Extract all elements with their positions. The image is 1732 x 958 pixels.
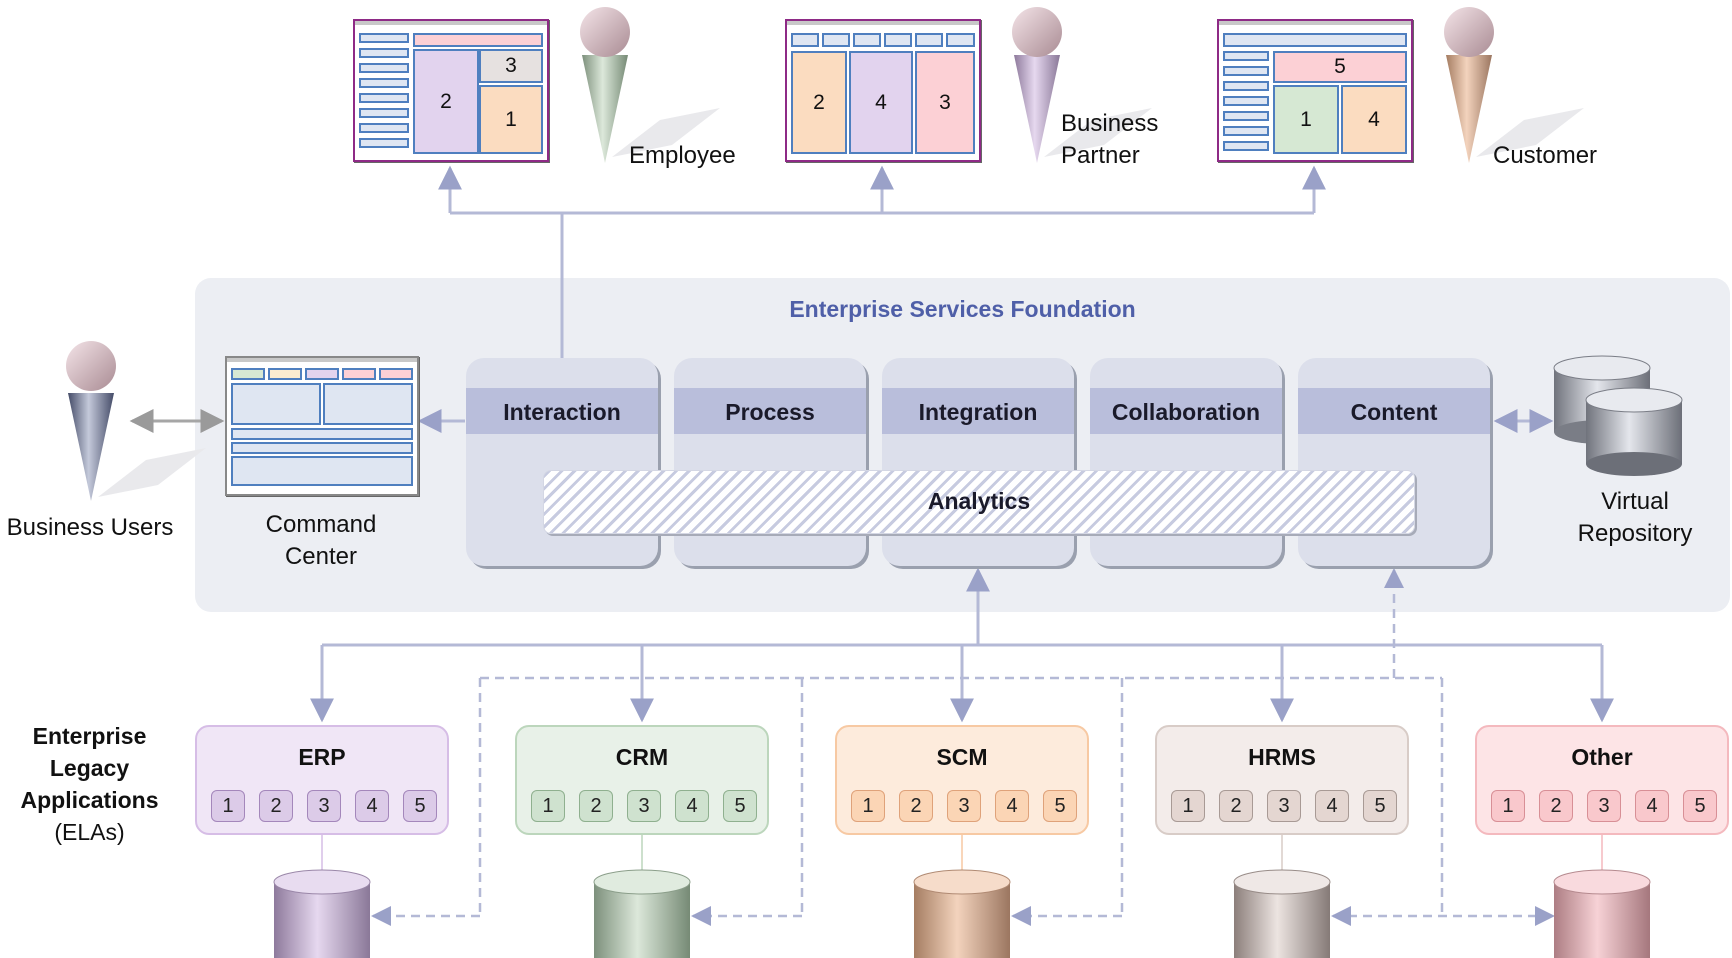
crm-module[interactable]: 5	[723, 790, 757, 822]
ela-label-line2: Legacy	[49, 755, 130, 781]
ela-label-line3: Applications	[20, 787, 159, 813]
crm-module[interactable]: 1	[531, 790, 565, 822]
ela-other-title: Other	[1571, 744, 1633, 770]
partner-panel-2: 2	[791, 51, 847, 154]
customer-panel-4: 4	[1341, 85, 1407, 154]
customer-panel-1: 1	[1273, 85, 1339, 154]
other-module[interactable]: 3	[1587, 790, 1621, 822]
ela-crm[interactable]: CRM 1 2 3 4 5	[515, 725, 769, 835]
employee-person-icon	[580, 7, 720, 163]
ela-scm-title: SCM	[936, 744, 988, 770]
service-collaboration[interactable]: Collaboration	[1090, 358, 1282, 566]
other-module[interactable]: 5	[1683, 790, 1717, 822]
business-partner-label-line2: Partner	[1061, 142, 1140, 169]
analytics-label: Analytics	[927, 488, 1031, 514]
erp-module[interactable]: 4	[355, 790, 389, 822]
analytics-bar[interactable]	[543, 470, 1415, 534]
business-users-label: Business Users	[6, 514, 174, 541]
employee-label: Employee	[629, 142, 736, 169]
scm-database-icon	[913, 869, 1011, 958]
ela-scm[interactable]: SCM 1 2 3 4 5	[835, 725, 1089, 835]
erp-module[interactable]: 5	[403, 790, 437, 822]
service-content[interactable]: Content	[1298, 358, 1490, 566]
service-process[interactable]: Process	[674, 358, 866, 566]
scm-module[interactable]: 3	[947, 790, 981, 822]
employee-panel-3: 3	[479, 49, 543, 83]
service-content-label: Content	[1350, 399, 1438, 425]
command-center-label-line1: Command	[265, 511, 377, 538]
hrms-module[interactable]: 4	[1315, 790, 1349, 822]
service-collaboration-label: Collaboration	[1111, 399, 1261, 425]
crm-database-icon	[593, 869, 691, 958]
ela-erp[interactable]: ERP 1 2 3 4 5	[195, 725, 449, 835]
hrms-database-icon	[1233, 869, 1331, 958]
business-partner-label-line1: Business	[1061, 110, 1159, 137]
employee-panel-1: 1	[479, 85, 543, 154]
business-users-person-icon	[66, 341, 206, 501]
ela-other[interactable]: Other 1 2 3 4 5	[1475, 725, 1729, 835]
command-center-label-line2: Center	[284, 543, 358, 570]
service-integration[interactable]: Integration	[882, 358, 1074, 566]
virtual-repository-label-line2: Repository	[1577, 520, 1693, 547]
crm-module[interactable]: 4	[675, 790, 709, 822]
customer-panel-5: 5	[1273, 51, 1407, 83]
ela-section-label: Enterprise Legacy Applications (ELAs)	[12, 720, 167, 848]
crm-module[interactable]: 2	[579, 790, 613, 822]
hrms-module[interactable]: 1	[1171, 790, 1205, 822]
customer-label: Customer	[1493, 142, 1598, 169]
business-partner-person-icon	[1012, 7, 1152, 163]
scm-module[interactable]: 4	[995, 790, 1029, 822]
service-interaction-label: Interaction	[503, 399, 621, 425]
ela-crm-title: CRM	[615, 744, 669, 770]
scm-module[interactable]: 1	[851, 790, 885, 822]
service-process-label: Process	[725, 399, 815, 425]
employee-panel-2: 2	[413, 49, 479, 154]
other-module[interactable]: 2	[1539, 790, 1573, 822]
crm-module[interactable]: 3	[627, 790, 661, 822]
other-module[interactable]: 4	[1635, 790, 1669, 822]
erp-module[interactable]: 2	[259, 790, 293, 822]
employee-portal-screen[interactable]: 2 3 1	[353, 19, 549, 162]
partner-panel-3: 3	[915, 51, 975, 154]
customer-person-icon	[1444, 7, 1584, 163]
hrms-module[interactable]: 5	[1363, 790, 1397, 822]
service-interaction[interactable]: Interaction	[466, 358, 658, 566]
virtual-repository-database-icon	[1553, 355, 1683, 476]
ela-erp-title: ERP	[298, 744, 346, 770]
hrms-module[interactable]: 3	[1267, 790, 1301, 822]
foundation-title: Enterprise Services Foundation	[789, 296, 1136, 322]
ela-label-line1: Enterprise	[32, 723, 147, 749]
customer-portal-screen[interactable]: 5 1 4	[1217, 19, 1413, 162]
partner-portal-screen[interactable]: 2 4 3	[785, 19, 981, 162]
erp-database-icon	[273, 869, 371, 958]
command-center-screen[interactable]	[225, 356, 419, 496]
erp-module[interactable]: 3	[307, 790, 341, 822]
service-integration-label: Integration	[918, 399, 1038, 425]
hrms-module[interactable]: 2	[1219, 790, 1253, 822]
ela-label-line4: (ELAs)	[54, 819, 125, 845]
scm-module[interactable]: 5	[1043, 790, 1077, 822]
virtual-repository-label-line1: Virtual	[1601, 488, 1669, 515]
other-database-icon	[1553, 869, 1651, 958]
scm-module[interactable]: 2	[899, 790, 933, 822]
erp-module[interactable]: 1	[211, 790, 245, 822]
partner-panel-4: 4	[849, 51, 913, 154]
other-module[interactable]: 1	[1491, 790, 1525, 822]
ela-hrms-title: HRMS	[1248, 744, 1316, 770]
ela-hrms[interactable]: HRMS 1 2 3 4 5	[1155, 725, 1409, 835]
